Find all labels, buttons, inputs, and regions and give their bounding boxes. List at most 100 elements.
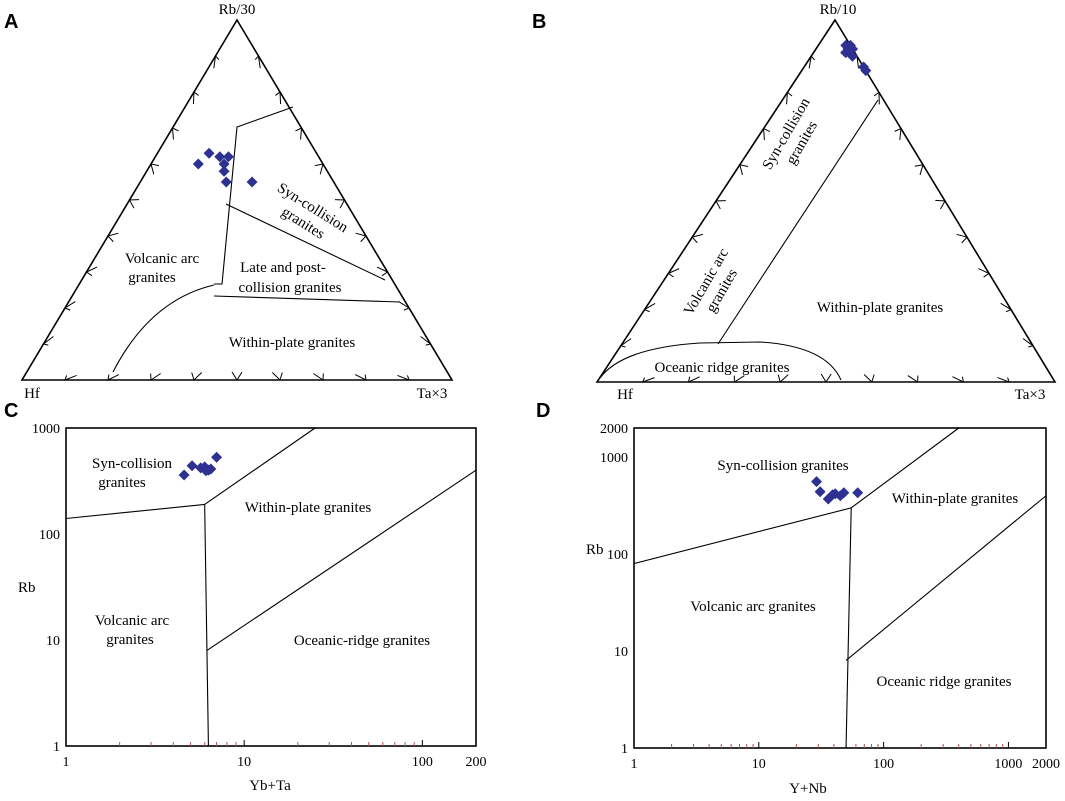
ternary-tick-a-1-7 [171, 127, 179, 140]
x-tick-label-d-1: 10 [752, 757, 766, 772]
ternary-ticks-a [42, 54, 432, 381]
field-label-c-oceanic: Oceanic-ridge granites [294, 633, 430, 649]
data-point-d-6 [838, 487, 850, 499]
ternary-tick-b-2-5 [935, 199, 946, 210]
field-label-b-syncollision: Syn-collision granites [760, 95, 821, 173]
boundary-line-b-2 [599, 341, 842, 381]
data-point-d-8 [827, 489, 839, 501]
ternary-tick-b-0-5 [820, 373, 832, 383]
ternary-frame-b [595, 18, 1057, 383]
y-tick-label-c-3: 1000 [32, 422, 60, 437]
boundary-line-a-2 [225, 203, 386, 281]
field-label-c-syncollision-1: Syn-collision [92, 456, 173, 472]
ternary-tick-b-1-8 [786, 91, 793, 105]
y-tick-label-c-0: 1 [53, 740, 60, 755]
plot-frame-c [65, 427, 477, 747]
ternary-tick-a-2-2 [275, 91, 282, 105]
ternary-tick-a-2-5 [334, 199, 346, 209]
field-label-b-volcanic: Volcanic arc granites [681, 246, 741, 319]
field-label-d-withinplate: Within-plate granites [892, 491, 1019, 507]
field-label-d-syncollision: Syn-collision granites [717, 458, 848, 474]
ternary-tick-a-0-5 [231, 371, 243, 381]
x-tick-label-d-2: 100 [873, 757, 894, 772]
ternary-tick-a-1-9 [213, 54, 220, 69]
y-tick-label-c-1: 10 [46, 634, 60, 649]
boundaries-c [65, 427, 477, 747]
data-point-b-5 [846, 50, 858, 62]
ternary-tick-a-2-9 [420, 336, 432, 346]
ternary-tick-a-2-8 [398, 301, 411, 311]
ternary-tick-a-1-2 [63, 301, 76, 311]
data-point-a-1 [203, 147, 215, 159]
data-point-a-4 [218, 158, 230, 170]
data-point-a-6 [222, 151, 234, 163]
apex-left-label-a: Hf [24, 386, 40, 402]
ternary-tick-b-2-6 [956, 233, 968, 244]
field-label-d-oceanic: Oceanic ridge granites [877, 674, 1012, 690]
x-tick-label-d-3: 1000 [994, 757, 1022, 772]
points-d [811, 476, 864, 505]
boundary-line-c-4 [206, 469, 477, 651]
x-axis-label-d: Y+Nb [789, 781, 827, 797]
boundary-line-d-2 [845, 507, 852, 749]
ternary-tick-a-1-8 [192, 91, 199, 105]
ternary-tick-a-1-3 [85, 266, 98, 277]
apex-left-label-b: Hf [617, 387, 633, 403]
x-tick-label-c-0: 1 [63, 755, 70, 770]
ternary-tick-b-0-6 [863, 374, 875, 383]
data-point-d-7 [852, 487, 864, 499]
boundary-line-c-2 [204, 504, 209, 747]
boundaries-d [633, 427, 1047, 749]
ternary-tick-a-2-4 [314, 163, 324, 175]
y-axis-label-c: Rb [18, 580, 36, 596]
field-label-a-volcanic-1: Volcanic arc [125, 251, 200, 267]
field-label-d-volcanic: Volcanic arc granites [690, 599, 816, 615]
y-tick-label-c-2: 100 [39, 528, 60, 543]
ternary-tick-b-1-1 [619, 338, 632, 348]
ternary-tick-b-1-3 [667, 268, 680, 278]
boundary-line-d-1 [633, 507, 852, 565]
y-tick-label-d-3: 1000 [600, 451, 628, 466]
ternary-tick-a-0-3 [150, 373, 161, 381]
field-label-a-syncollision: Syn-collision granites [274, 180, 351, 243]
ternary-tick-a-0-8 [354, 374, 367, 381]
data-point-a-5 [218, 165, 230, 177]
panel-letter-d: D [536, 400, 550, 422]
ternary-tick-a-2-6 [355, 232, 367, 243]
ternary-tick-b-0-9 [997, 377, 1011, 383]
boundary-line-b-1 [717, 99, 879, 345]
panel-letter-a: A [4, 11, 18, 33]
field-label-a-volcanic-2: granites [128, 270, 176, 286]
data-point-a-2 [192, 158, 204, 170]
y-tick-label-d-2: 100 [607, 548, 628, 563]
y-tick-label-d-1: 10 [614, 645, 628, 660]
ternary-tick-a-1-4 [107, 232, 119, 243]
ternary-tick-a-2-7 [376, 266, 389, 277]
data-point-b-6 [842, 43, 854, 55]
apex-right-label-b: Ta×3 [1015, 387, 1046, 403]
ternary-tick-b-2-9 [1022, 338, 1035, 348]
plot-frame-d [633, 427, 1047, 749]
ternary-tick-a-2-3 [295, 127, 303, 140]
ternary-tick-b-1-6 [739, 164, 749, 175]
panel-b: B Rb/10 Hf Ta×3 Syn-collision granites V… [532, 2, 1057, 403]
points-a [192, 147, 258, 188]
ternary-tick-b-1-7 [763, 127, 771, 140]
ternary-tick-a-0-7 [313, 373, 324, 381]
ternary-tick-b-1-2 [643, 302, 656, 313]
apex-top-label-b: Rb/10 [820, 2, 857, 18]
x-tick-label-d-4: 2000 [1032, 757, 1060, 772]
field-label-c-volcanic-2: granites [106, 632, 154, 648]
ternary-tick-b-0-8 [952, 376, 965, 383]
panel-letter-c: C [4, 400, 18, 422]
y-tick-label-d-0: 1 [621, 742, 628, 757]
ternary-tick-b-2-2 [873, 91, 880, 105]
y-axis-label-d: Rb [586, 542, 604, 558]
ternary-tick-a-1-6 [150, 163, 160, 175]
boundary-line-a-3 [213, 295, 401, 303]
ternary-tick-b-2-4 [914, 164, 924, 175]
y-tick-label-d-4: 2000 [600, 422, 628, 437]
